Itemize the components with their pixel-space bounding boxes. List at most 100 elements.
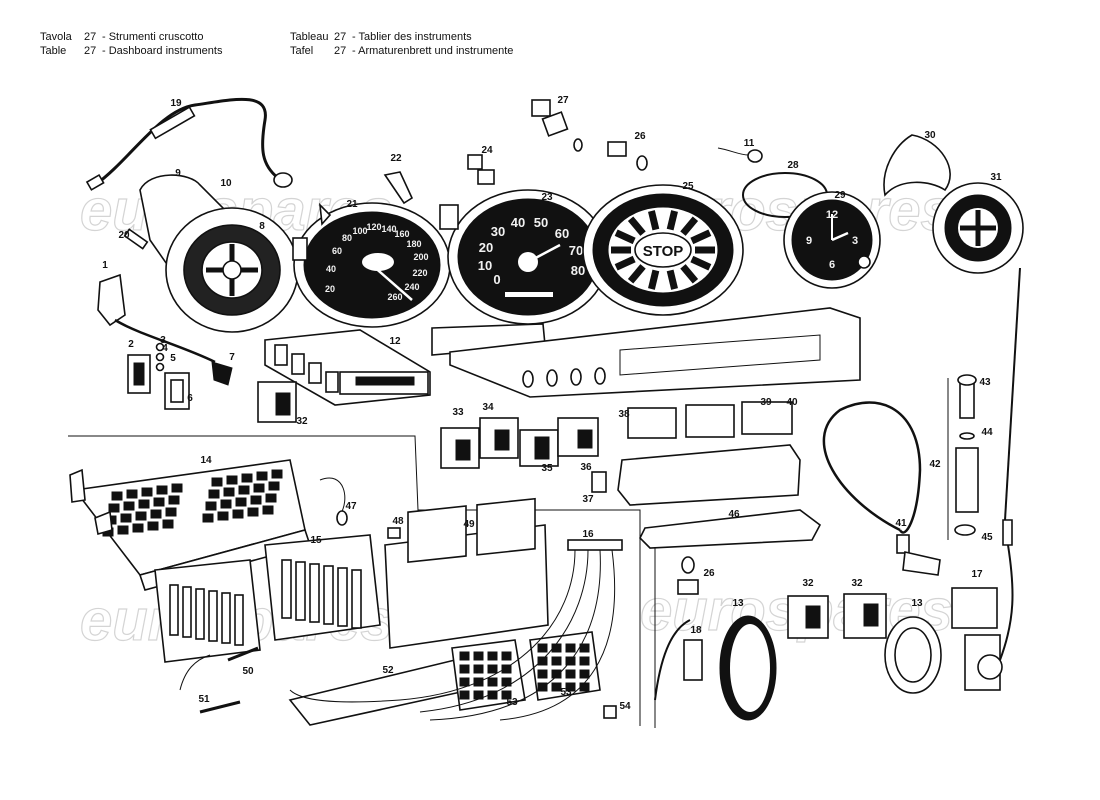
lower-console [288,497,601,726]
vent-louvre [256,471,268,481]
callout-label: 41 [895,518,907,529]
tachometer-scale-number: 20 [479,240,493,255]
warning-lamp-segment [666,210,678,231]
speedometer-scale-number: 220 [412,268,427,278]
trim-rings [719,615,942,721]
callout-label: 36 [580,462,592,473]
callout-label: 21 [346,199,358,210]
radio-preset-button [291,353,305,375]
warning-lamp-segment [680,216,699,236]
console-grille-slot [551,656,562,666]
speedometer-scale-number: 200 [413,252,428,262]
console-grille-slot [579,643,590,653]
callout-label: 10 [220,178,232,189]
tachometer-scale-number: 10 [478,258,492,273]
console-grille-slot [537,682,548,692]
wiring-harness [289,539,623,721]
title-de-num: 27 [334,45,347,57]
vent-louvre [108,503,120,513]
speedometer-scale-number: 160 [394,229,409,239]
vent-louvre [217,511,229,521]
vent-louvre [162,519,174,529]
title-it-text: - Strumenti cruscotto [102,31,204,43]
callout-label: 31 [990,172,1002,183]
callout-label: 48 [392,516,404,527]
heater-controls [154,534,381,663]
callout-label: 33 [452,407,464,418]
callout-label: 6 [187,393,193,404]
vent-louvre [153,497,165,507]
console-grille-slot [487,677,498,687]
callout-label: 22 [390,153,402,164]
radio-preset-button [274,344,288,366]
title-en-lang: Table [40,45,67,57]
console-grille-slot [473,664,484,674]
console-grille-slot [537,643,548,653]
vent-louvre [147,521,159,531]
callout-label: 44 [981,427,993,438]
speedometer-scale-number: 80 [342,233,352,243]
antenna [999,267,1021,661]
callout-label: 2 [128,339,134,350]
callout-label: 29 [834,190,846,201]
callout-label: 7 [229,352,235,363]
heater-slat [221,592,231,644]
vent-louvre [250,495,262,505]
title-it-lang: Tavola [40,31,72,43]
console-grille-slot [501,664,512,674]
radio [264,329,431,406]
callout-label: 26 [703,568,715,579]
title-fr-text: - Tablier des instruments [352,31,472,43]
cigar-lighter-cable [822,401,941,576]
vent-louvre [205,501,217,511]
callout-label: 28 [787,160,799,171]
vent-louvre [265,493,277,503]
callout-label: 23 [541,192,553,203]
heater-slat [208,590,218,642]
radio-preset-button [308,362,322,384]
vent-louvre [120,513,132,523]
bulb-bottom [677,556,699,595]
clock-hour-number: 12 [826,209,838,221]
heater-slat [309,563,320,623]
speedometer-scale-number: 180 [406,239,421,249]
callout-label: 24 [481,145,493,156]
retaining-clip [383,171,414,205]
console-grille-slot [487,651,498,661]
warning-lamp-segment [666,269,678,290]
warning-lamp-segment [648,210,660,231]
tachometer-scale-number: 70 [569,243,583,258]
callout-label: 30 [924,130,936,141]
vent-louvre [211,477,223,487]
callout-label: 15 [310,535,322,546]
callout-label: 26 [634,131,646,142]
small-bulb [717,147,763,163]
console-grille-slot [579,669,590,679]
antenna-motor [951,587,1003,691]
vent-louvre [156,485,168,495]
vent-louvre [226,475,238,485]
console-grille-slot [579,656,590,666]
bulb-top [607,141,648,171]
dash-edge-bracket [69,468,86,503]
vent-louvre [111,491,123,501]
bulb-holder [467,154,495,185]
console-grille-slot [565,643,576,653]
callout-label: 32 [296,416,308,427]
clock-hour-number: 9 [806,235,812,247]
callout-label: 14 [200,455,212,466]
callout-label: 46 [728,509,740,520]
vent-louvre [168,495,180,505]
callout-label: 53 [560,687,572,698]
callout-label: 53 [506,697,518,708]
callout-label: 8 [259,221,265,232]
lighter-parts [954,374,979,536]
callout-label: 32 [802,578,814,589]
